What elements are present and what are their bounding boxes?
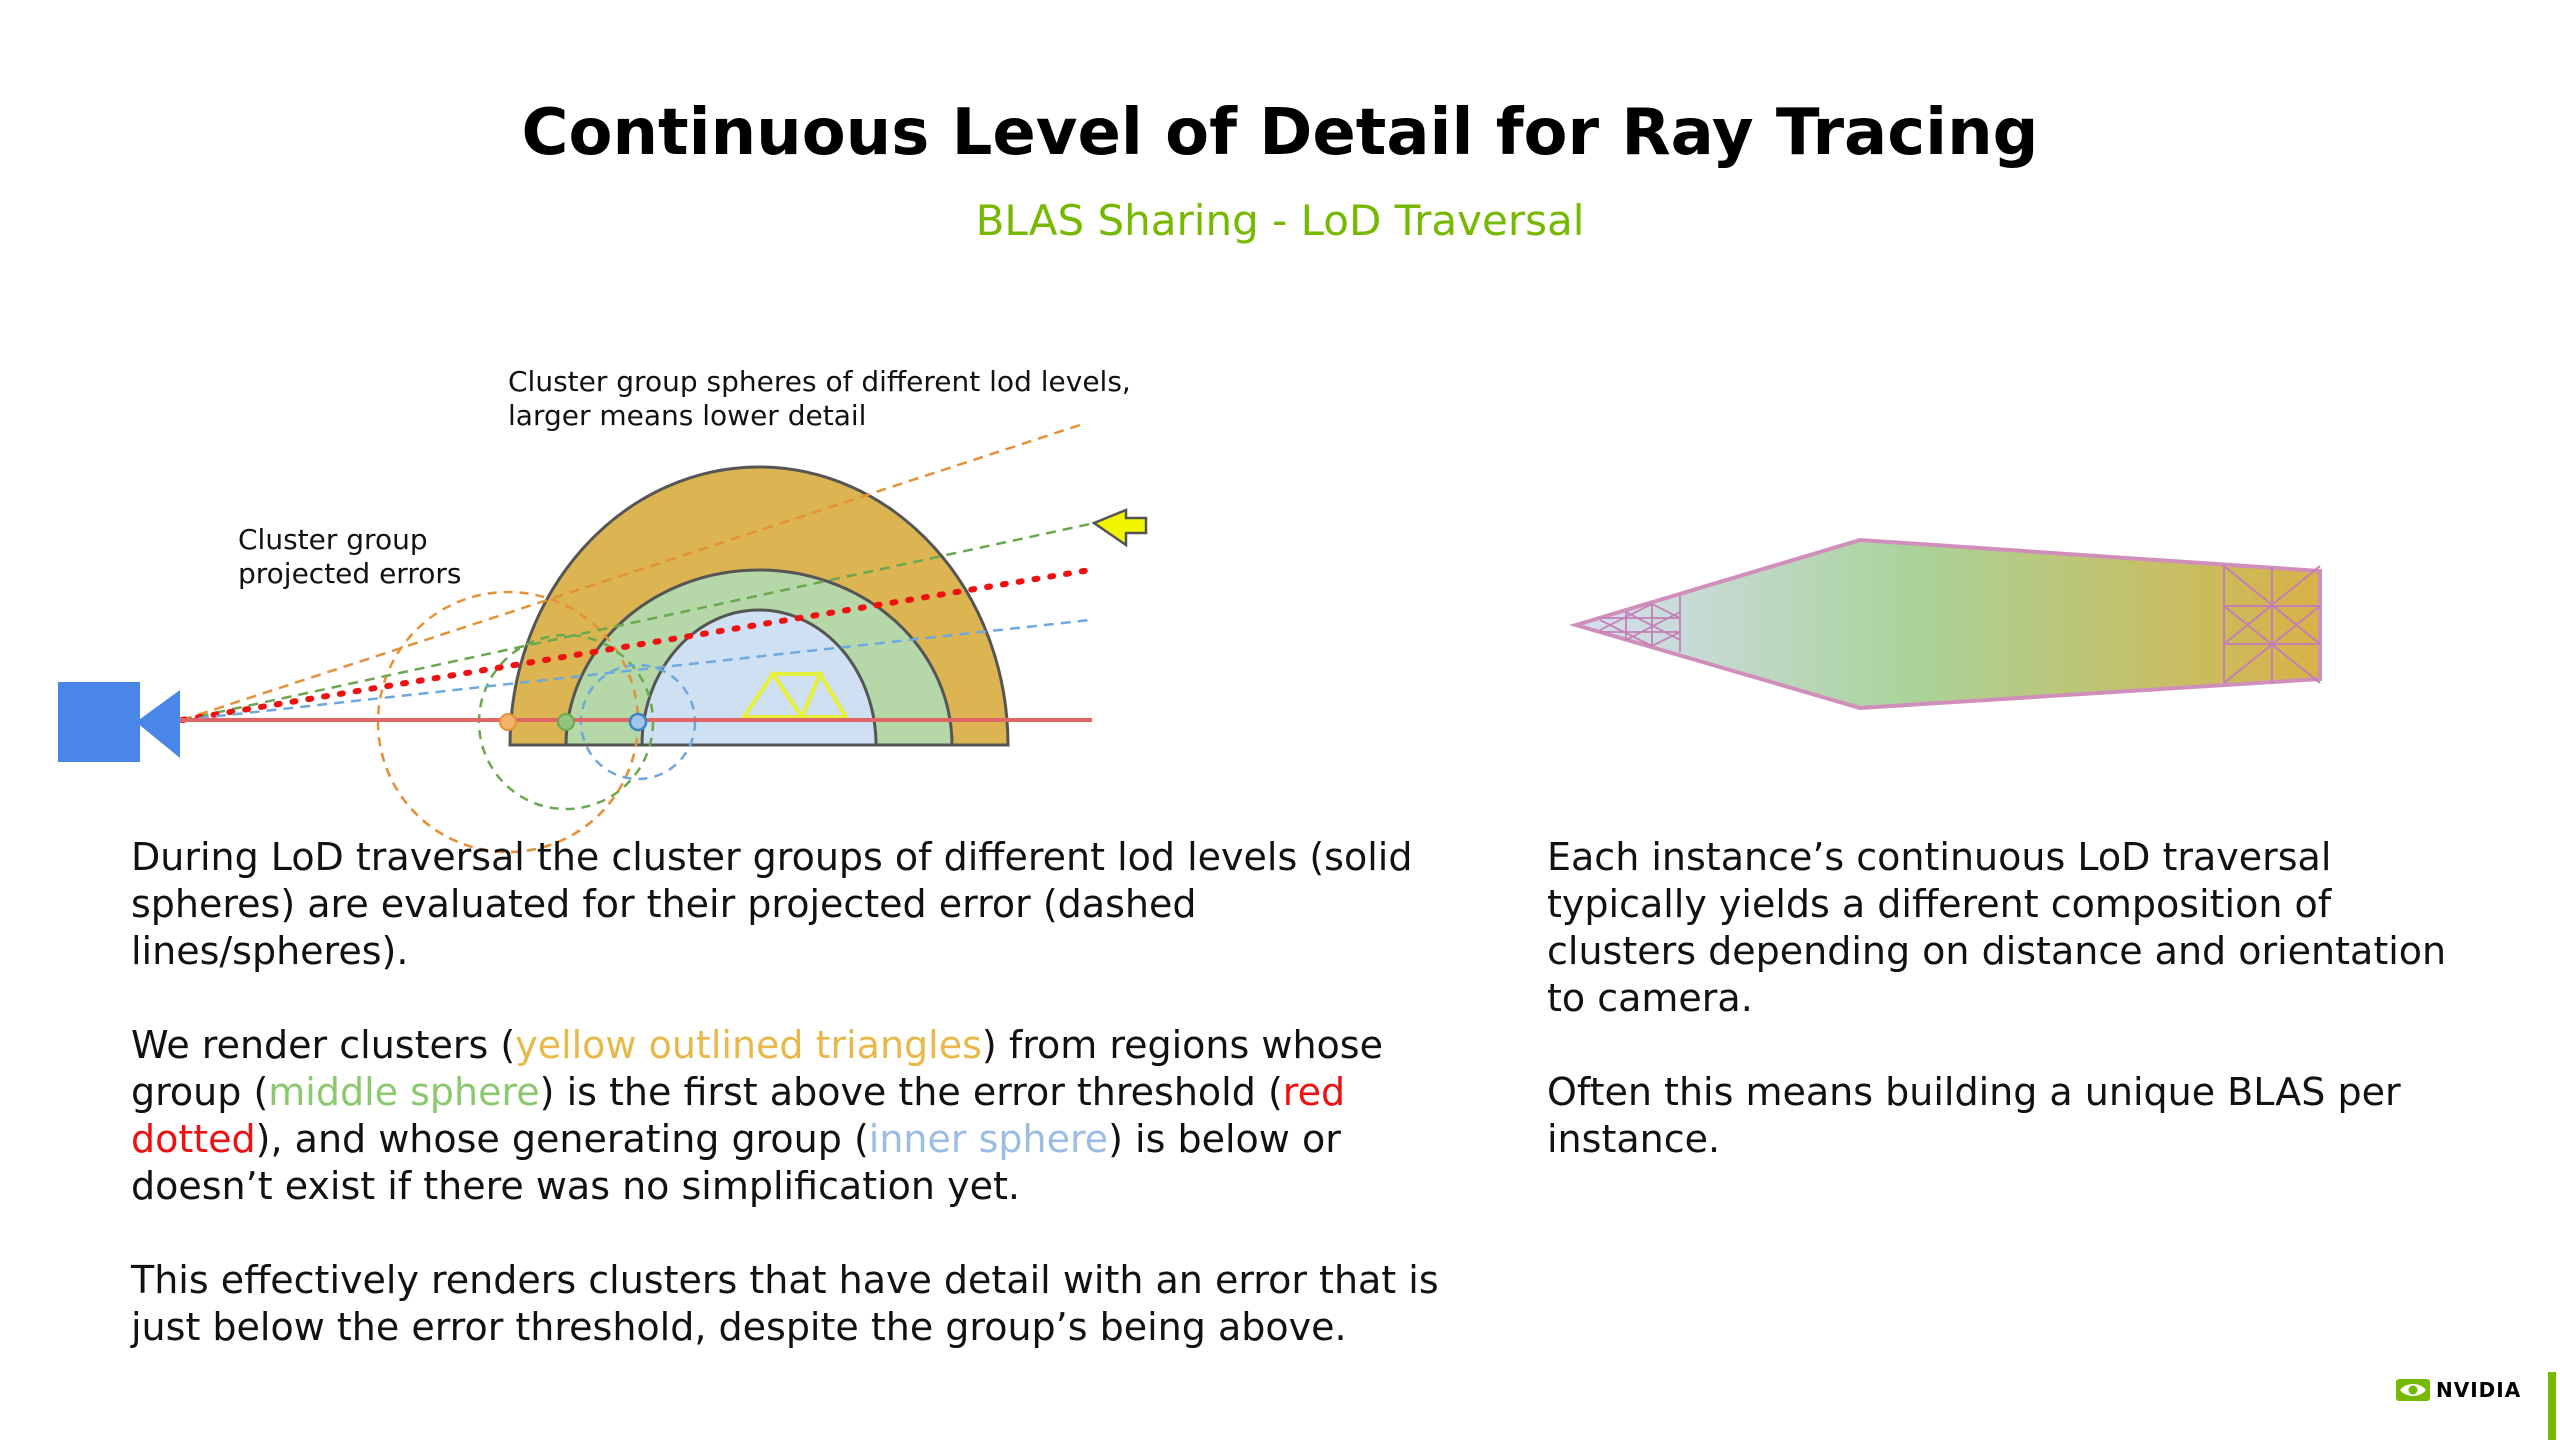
spheres-label-line1: Cluster group spheres of different lod l… bbox=[508, 365, 1131, 398]
slide-subtitle: BLAS Sharing - LoD Traversal bbox=[975, 196, 1585, 245]
outer-error-line bbox=[181, 423, 1081, 722]
threshold-line bbox=[179, 567, 1093, 723]
text-segment: ) from regions whose group ( bbox=[131, 1023, 1383, 1114]
inner-sphere bbox=[640, 608, 878, 747]
inner-error-marker bbox=[628, 712, 648, 732]
left-paragraph-3: This effectively renders clusters that h… bbox=[131, 1258, 1439, 1349]
logo-text: NVIDIA bbox=[2436, 1378, 2522, 1402]
arrow-left-icon bbox=[1091, 508, 1148, 548]
green-highlight: middle sphere bbox=[268, 1070, 540, 1114]
nvidia-eye-icon bbox=[2396, 1379, 2430, 1401]
middle-error-line bbox=[181, 522, 1091, 722]
yellow-highlight: yellow outlined triangles bbox=[515, 1023, 982, 1067]
text-segment: We render clusters ( bbox=[131, 1023, 516, 1067]
camera-icon bbox=[58, 682, 180, 762]
errors-label-line2: projected errors bbox=[238, 557, 461, 590]
right-paragraph-1: Each instance’s continuous LoD traversal… bbox=[1547, 835, 2447, 1020]
outer-error-marker bbox=[499, 713, 517, 731]
fine-cluster-mesh bbox=[1599, 596, 1681, 652]
left-paragraph-1: During LoD traversal the cluster groups … bbox=[131, 835, 1413, 973]
right-description: Each instance’s continuous LoD traversal… bbox=[1547, 834, 2477, 1210]
left-paragraph-2: We render clusters (yellow outlined tria… bbox=[131, 1022, 1461, 1210]
red-highlight: red dotted bbox=[131, 1070, 1346, 1161]
text-segment: ), and whose generating group ( bbox=[255, 1117, 869, 1161]
text-segment: ) is below or doesn’t exist if there was… bbox=[131, 1117, 1341, 1208]
projected-error-lines bbox=[179, 423, 1093, 723]
middle-error-marker bbox=[557, 713, 575, 731]
instance-cluster-shape bbox=[1568, 537, 2322, 711]
spheres-label-line2: larger means lower detail bbox=[508, 399, 866, 432]
right-paragraph-2: Often this means building a unique BLAS … bbox=[1547, 1070, 2401, 1161]
accent-bar bbox=[2548, 1372, 2556, 1440]
yellow-outlined-triangles bbox=[740, 669, 850, 722]
slide-title: Continuous Level of Detail for Ray Traci… bbox=[521, 96, 2039, 170]
left-description: During LoD traversal the cluster groups … bbox=[131, 834, 1461, 1398]
text-segment: ) is the first above the error threshold… bbox=[539, 1070, 1283, 1114]
blue-highlight: inner sphere bbox=[868, 1117, 1109, 1161]
nvidia-logo: NVIDIA bbox=[2396, 1374, 2521, 1406]
coarse-cluster-mesh bbox=[2223, 565, 2321, 684]
errors-label-line1: Cluster group bbox=[238, 523, 428, 556]
